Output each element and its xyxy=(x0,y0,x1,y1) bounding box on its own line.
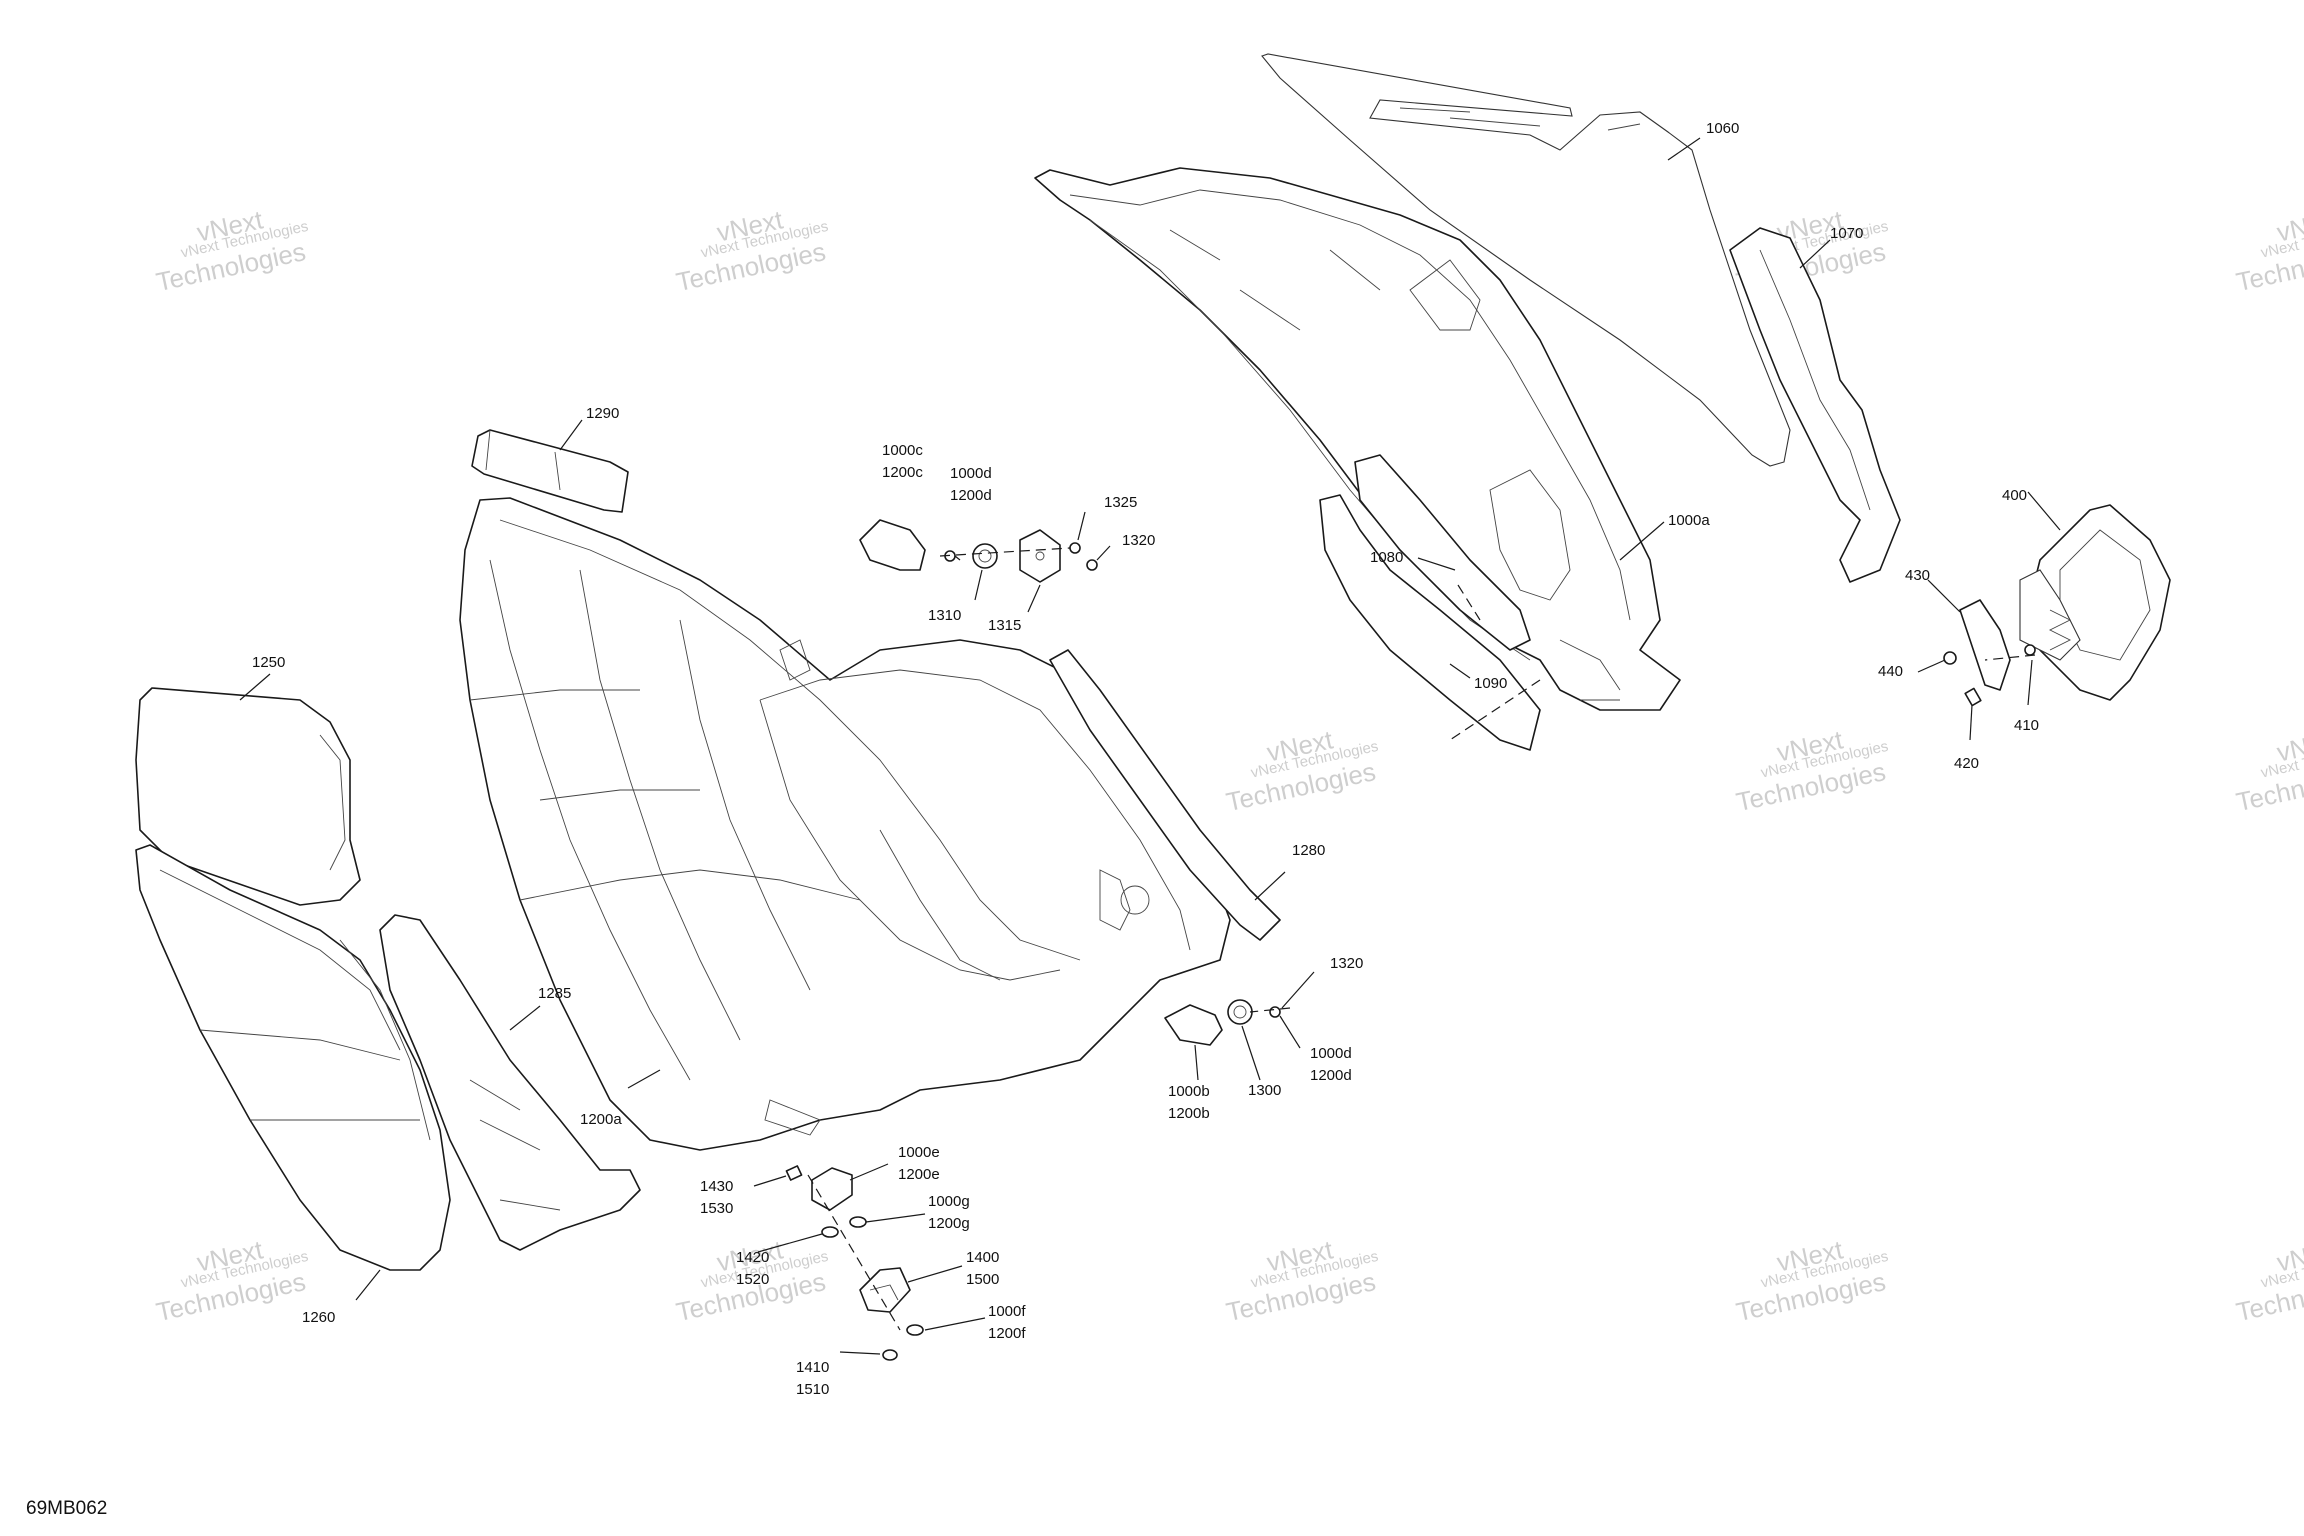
watermark: vNext vNext Technologies Technologies xyxy=(674,1234,830,1327)
callout-400: 400 xyxy=(2002,487,2027,504)
callout-1000c: 1000c xyxy=(882,442,923,459)
part-1000f-washer xyxy=(906,1324,924,1336)
callout-1285: 1285 xyxy=(538,985,571,1002)
watermark: vNext vNext Technologies Technologies xyxy=(1224,1234,1380,1327)
callout-1530: 1530 xyxy=(700,1200,733,1217)
callout-1280: 1280 xyxy=(1292,842,1325,859)
callout-1000f: 1000f xyxy=(988,1303,1026,1320)
callout-1325: 1325 xyxy=(1104,494,1137,511)
callout-1070: 1070 xyxy=(1830,225,1863,242)
callout-440: 440 xyxy=(1878,663,1903,680)
callout-1420: 1420 xyxy=(736,1249,769,1266)
leader-lines xyxy=(239,137,2061,1355)
callout-1200c: 1200c xyxy=(882,464,923,481)
callout-1320-bottom: 1320 xyxy=(1330,955,1363,972)
watermark: vNext vNext Technologies Technologies xyxy=(154,204,310,297)
part-1070-side-trim xyxy=(1729,227,1901,583)
part-1430-bolt xyxy=(785,1165,803,1181)
callout-1510: 1510 xyxy=(796,1381,829,1398)
assembly-lines xyxy=(807,547,2036,1331)
part-430-bracket xyxy=(1959,599,2011,691)
callout-1500: 1500 xyxy=(966,1271,999,1288)
part-1320-washer-top xyxy=(1086,559,1098,571)
callout-1200a: 1200a xyxy=(580,1111,622,1128)
callout-1000d-bottom: 1000d xyxy=(1310,1045,1352,1062)
part-1310-knob xyxy=(972,543,998,569)
part-1410-bolt xyxy=(882,1349,898,1361)
part-1000g-washer xyxy=(849,1216,867,1228)
callout-1000a: 1000a xyxy=(1668,512,1710,529)
watermark: vNext vNext Technologies Technologies xyxy=(2234,1234,2304,1327)
callout-1090: 1090 xyxy=(1474,675,1507,692)
part-1250-panel xyxy=(135,687,361,906)
callout-1400: 1400 xyxy=(966,1249,999,1266)
part-1280-strip xyxy=(1049,649,1281,941)
part-1000e-hinge xyxy=(811,1167,853,1211)
callout-1310: 1310 xyxy=(928,607,961,624)
part-1060-windshield xyxy=(1261,53,1791,467)
callout-1320-top: 1320 xyxy=(1122,532,1155,549)
callout-1200e: 1200e xyxy=(898,1166,940,1183)
watermark: vNext vNext Technologies Technologies xyxy=(1734,1234,1890,1327)
part-1285-panel xyxy=(379,914,641,1251)
part-1325-washer xyxy=(1069,542,1081,554)
part-1300-knob xyxy=(1227,999,1253,1025)
callout-1250: 1250 xyxy=(252,654,285,671)
callout-1000b: 1000b xyxy=(1168,1083,1210,1100)
part-1400-hinge xyxy=(859,1267,911,1313)
callout-1000e: 1000e xyxy=(898,1144,940,1161)
watermark: vNext vNext Technologies Technologies xyxy=(674,204,830,297)
callout-1290: 1290 xyxy=(586,405,619,422)
part-1315-plate xyxy=(1019,529,1061,583)
watermark: vNext vNext Technologies Technologies xyxy=(2234,724,2304,817)
part-1090-trim xyxy=(1319,494,1541,751)
part-1290-block xyxy=(471,429,629,513)
watermark: vNext vNext Technologies Technologies xyxy=(154,1234,310,1327)
callout-1430: 1430 xyxy=(700,1178,733,1195)
part-440-nut xyxy=(1943,651,1957,665)
callout-1000d-top: 1000d xyxy=(950,465,992,482)
part-410-spring xyxy=(2024,644,2036,656)
part-1080-trim xyxy=(1354,454,1531,651)
callout-430: 430 xyxy=(1905,567,1930,584)
part-400-latch-handle xyxy=(2019,504,2171,701)
callout-1410: 1410 xyxy=(796,1359,829,1376)
callout-1080: 1080 xyxy=(1370,549,1403,566)
callout-1315: 1315 xyxy=(988,617,1021,634)
callout-420: 420 xyxy=(1954,755,1979,772)
part-1320-washer-bottom xyxy=(1269,1006,1281,1018)
part-420-screw xyxy=(1964,687,1982,707)
callout-1260: 1260 xyxy=(302,1309,335,1326)
part-1420-washer xyxy=(821,1226,839,1238)
watermark: vNext vNext Technologies Technologies xyxy=(1224,724,1380,817)
watermark: vNext vNext Technologies Technologies xyxy=(1734,724,1890,817)
callout-1300: 1300 xyxy=(1248,1082,1281,1099)
part-1200a-door-panel xyxy=(459,497,1231,1151)
watermark: vNext vNext Technologies Technologies xyxy=(2234,204,2304,297)
callout-1200g: 1200g xyxy=(928,1215,970,1232)
callout-1200d-top: 1200d xyxy=(950,487,992,504)
callout-410: 410 xyxy=(2014,717,2039,734)
callout-1520: 1520 xyxy=(736,1271,769,1288)
callout-1200f: 1200f xyxy=(988,1325,1026,1342)
part-1000c-clip xyxy=(859,519,926,571)
callout-1060: 1060 xyxy=(1706,120,1739,137)
callout-labels: 1060 1070 1000a 1080 1090 400 430 440 41… xyxy=(252,120,2039,1398)
diagram-code: 69MB062 xyxy=(26,1498,107,1519)
callout-1000g: 1000g xyxy=(928,1193,970,1210)
callout-1200d-bottom: 1200d xyxy=(1310,1067,1352,1084)
part-1000b-clip xyxy=(1164,1004,1223,1046)
part-1260-panel xyxy=(135,844,451,1271)
callout-1200b: 1200b xyxy=(1168,1105,1210,1122)
